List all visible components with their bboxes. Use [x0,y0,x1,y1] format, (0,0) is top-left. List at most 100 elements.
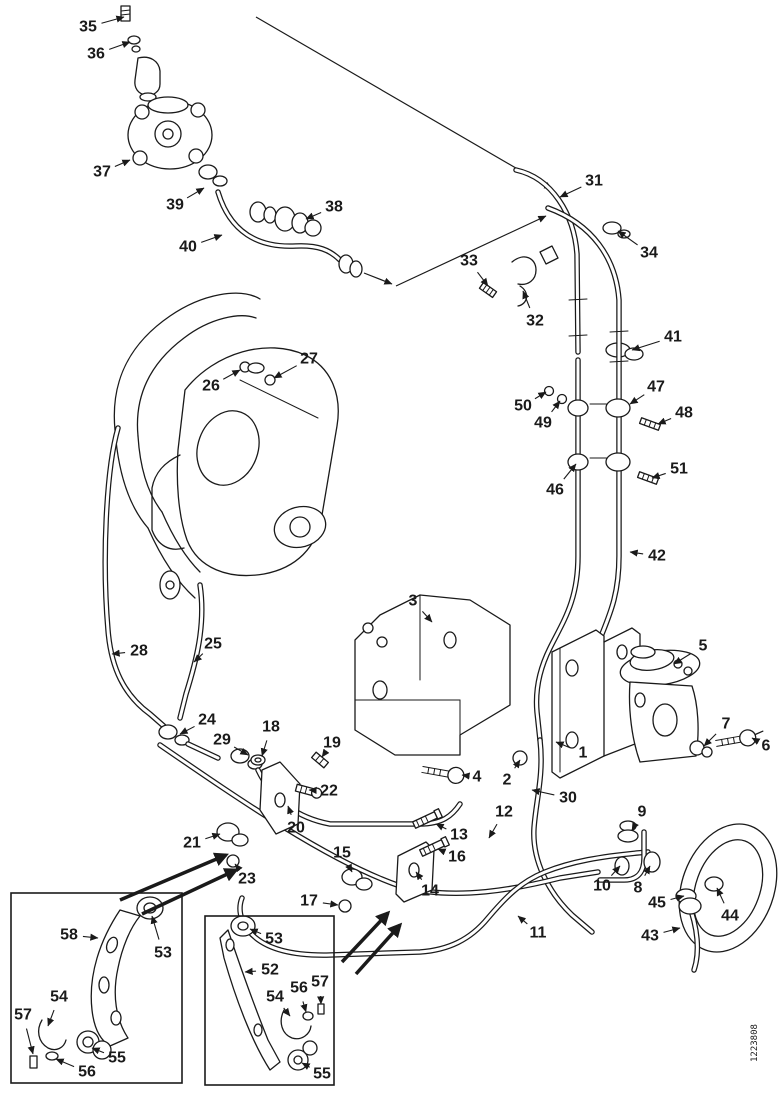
drawing-number: 1223808 [750,1024,760,1062]
inset-b-contents [219,915,325,1071]
callout-label-30: 30 [559,790,577,807]
callout-label-26: 26 [202,378,220,395]
callout-leader-37 [114,159,131,167]
callout-leader-26 [222,369,241,380]
callout-leader-53 [249,928,262,936]
callout-label-56: 56 [78,1064,96,1081]
inset-boxes [10,892,335,1086]
callout-label-34: 34 [640,245,658,262]
callout-leader-11 [517,915,528,925]
callout-label-22: 22 [320,783,338,800]
callout-label-39: 39 [166,197,184,214]
callout-label-9: 9 [638,804,647,821]
lower-hardware [216,751,450,913]
callout-label-15: 15 [333,845,351,862]
callout-label-27: 27 [300,351,318,368]
callout-label-17: 17 [300,893,318,910]
callout-leader-6 [751,737,761,745]
callout-leader-24 [179,725,195,735]
callout-leader-49 [551,400,561,413]
callout-label-28: 28 [130,643,148,660]
callout-leader-43 [663,926,681,934]
callout-leader-52 [244,967,257,975]
callout-leader-2 [512,759,521,769]
callout-leader-32 [522,290,531,309]
callout-label-46: 46 [546,482,564,499]
callout-label-8: 8 [634,880,643,897]
callout-leader-44 [716,887,725,904]
callout-label-52: 52 [261,962,279,979]
callout-leader-14 [415,871,424,881]
pump-outlet-hose [215,189,393,285]
callout-leader-58 [82,933,99,941]
callout-leader-19 [321,748,330,758]
callout-leader-53 [150,915,160,940]
callout-label-3: 3 [409,593,418,610]
callout-label-42: 42 [648,548,666,565]
callout-leader-8 [643,865,651,876]
callout-label-55: 55 [108,1050,126,1067]
left-hoses [102,425,263,770]
callout-label-40: 40 [179,239,197,256]
callout-leader-13 [435,823,447,831]
tube-clamps [543,385,662,485]
callout-leader-39 [186,187,205,199]
callout-leader-28 [111,649,126,657]
support-bracket [551,627,641,779]
callout-label-41: 41 [664,329,682,346]
callout-label-2: 2 [503,772,512,789]
callout-leader-46 [563,463,577,480]
return-elbow-and-loop [597,820,778,973]
callout-label-20: 20 [287,820,305,837]
callout-label-45: 45 [648,895,666,912]
callout-label-49: 49 [534,415,552,432]
callout-label-32: 32 [526,313,544,330]
callout-label-21: 21 [183,835,201,852]
callout-label-56: 56 [290,980,308,997]
callout-leader-41 [631,340,660,352]
inset-a-box [10,892,183,1084]
callout-label-13: 13 [450,827,468,844]
callout-leader-56 [55,1058,75,1068]
callout-leader-45 [670,894,685,902]
callout-label-38: 38 [325,199,343,216]
callout-leader-35 [101,15,125,24]
callout-leader-40 [201,234,223,243]
callout-label-55: 55 [313,1066,331,1083]
callout-leader-21 [205,832,221,840]
callout-leader-56 [300,1001,308,1013]
callout-leader-55 [301,1062,311,1070]
callout-leader-33 [477,271,489,287]
steering-valve [619,645,764,763]
callout-label-6: 6 [762,738,771,755]
callout-label-51: 51 [670,461,688,478]
callout-leader-25 [193,653,204,663]
callout-label-31: 31 [585,173,603,190]
callout-leader-36 [109,41,131,50]
callout-leader-38 [305,212,322,220]
callout-label-44: 44 [721,908,739,925]
pump-assembly [120,5,322,237]
callout-label-19: 19 [323,735,341,752]
callout-label-5: 5 [699,638,708,655]
callout-leader-17 [322,900,339,908]
callout-label-29: 29 [213,732,231,749]
callout-leader-9 [631,821,639,831]
callout-label-35: 35 [79,19,97,36]
callout-leader-57 [25,1028,35,1055]
callout-label-57: 57 [311,974,329,991]
callout-label-47: 47 [647,379,665,396]
callout-leader-23 [234,863,243,873]
callout-leader-12 [488,823,498,839]
callout-label-1: 1 [579,745,588,762]
callout-label-53: 53 [265,931,283,948]
callout-label-14: 14 [421,883,439,900]
callout-leader-31 [559,186,582,198]
callout-leader-27 [273,365,297,379]
callout-leader-48 [657,417,672,425]
callout-label-43: 43 [641,928,659,945]
callout-label-16: 16 [448,849,466,866]
callout-leader-50 [534,391,547,400]
